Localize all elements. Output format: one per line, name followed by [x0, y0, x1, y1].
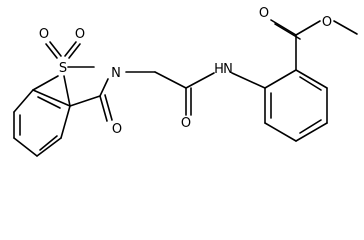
isothiazolone-ring	[45, 41, 113, 122]
atom-label-o-ester-carbonyl: O	[259, 6, 269, 21]
bond	[295, 69, 328, 89]
atom-label-n-amide: N	[223, 62, 233, 77]
bond	[295, 122, 328, 142]
atom-label-o-ester-methoxy: O	[322, 15, 332, 30]
bond	[99, 78, 109, 97]
bond	[60, 105, 71, 139]
bond	[299, 76, 322, 91]
bond	[39, 135, 58, 151]
bond	[104, 94, 113, 121]
bond	[37, 96, 61, 109]
bond	[45, 43, 58, 59]
atom-label-o-sulfonyl-left: O	[39, 27, 49, 42]
bond	[32, 89, 71, 107]
bond	[295, 20, 321, 36]
bond	[13, 137, 38, 157]
atom-label-o-amide: O	[181, 116, 191, 131]
bond	[69, 95, 101, 107]
atom-label-n-ring: N	[111, 66, 121, 81]
structure-diagram: O O H N O N S O O O	[13, 6, 358, 157]
benzoate-ring	[264, 69, 328, 142]
bond	[154, 71, 187, 89]
bond	[264, 122, 297, 142]
atom-label-o-sulfonyl-right: O	[75, 27, 85, 42]
bond	[185, 72, 215, 89]
bond	[274, 23, 301, 40]
bond	[99, 95, 108, 122]
bond	[231, 72, 266, 89]
bond	[13, 89, 34, 113]
benzo-ring	[13, 75, 71, 157]
bond	[32, 75, 59, 91]
bond	[64, 41, 77, 57]
atom-label-s-sulfonyl: S	[59, 61, 67, 76]
bond	[36, 137, 62, 157]
amide-linker	[125, 71, 266, 116]
bond	[68, 43, 81, 59]
bond	[333, 20, 358, 35]
atom-label-h-amide: H	[214, 62, 224, 77]
bond	[49, 41, 62, 57]
bond	[264, 69, 297, 89]
bond	[270, 19, 297, 36]
molecule-svg: O O H N O N S O O O	[13, 6, 358, 157]
bond	[299, 119, 322, 134]
methyl-ester	[270, 19, 358, 71]
atom-label-o-lactam: O	[112, 122, 122, 137]
bond	[63, 75, 71, 107]
